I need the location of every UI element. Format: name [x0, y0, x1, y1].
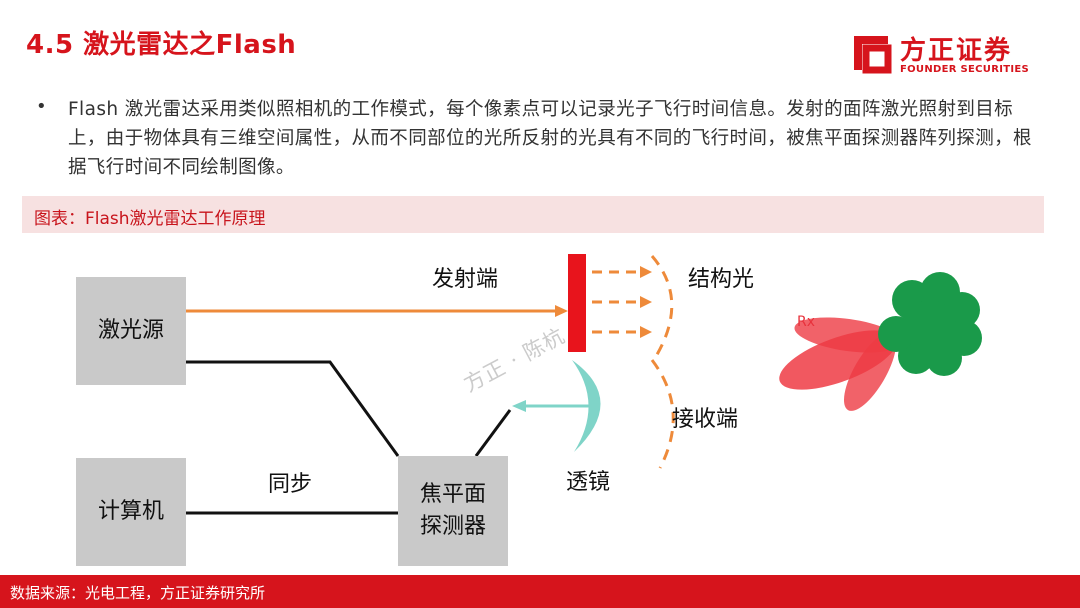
page-title: 4.5 激光雷达之Flash [26, 30, 297, 60]
company-logo: 方正证券 FOUNDER SECURITIES [848, 30, 1038, 80]
data-source: 数据来源：光电工程，方正证券研究所 [10, 584, 266, 602]
fpa-label-line1: 焦平面 [419, 482, 486, 507]
transmit-wavefront [650, 255, 674, 359]
figure-caption: 图表：Flash激光雷达工作原理 [34, 209, 266, 229]
emitter-array [568, 254, 586, 352]
laser-to-fpa-line [186, 360, 400, 457]
fpa-label-line2: 探测器 [419, 514, 486, 539]
target-object [878, 272, 982, 376]
receive-label: 接收端 [672, 407, 739, 432]
structured-light-label: 结构光 [688, 267, 755, 292]
logo-english-name: FOUNDER SECURITIES [900, 64, 1030, 75]
bullet-paragraph: Flash 激光雷达采用类似照相机的工作模式，每个像素点可以记录光子飞行时间信息… [68, 99, 1032, 178]
lens-shape [572, 360, 601, 452]
focal-plane-detector-box: 焦平面 探测器 [398, 456, 508, 566]
transmit-label: 发射端 [432, 267, 499, 292]
structured-light-arrows [592, 270, 640, 334]
sync-label: 同步 [268, 472, 313, 497]
laser-beam-arrowhead [555, 305, 568, 317]
rx-label: Rx [797, 314, 816, 330]
logo-chinese-name: 方正证券 [900, 36, 1013, 66]
founder-logo-icon [854, 36, 892, 74]
receive-wavefront [650, 359, 675, 469]
received-light-arrowhead [512, 400, 526, 412]
footer-bar: 数据来源：光电工程，方正证券研究所 [0, 575, 1080, 608]
rx-lobes [779, 317, 902, 411]
computer-box: 计算机 [76, 458, 186, 566]
bullet-marker: • [36, 96, 47, 117]
lens-label: 透镜 [566, 470, 611, 495]
figure-caption-bar: 图表：Flash激光雷达工作原理 [22, 196, 1044, 233]
lens-to-fpa-line [474, 409, 512, 457]
laser-source-box: 激光源 [76, 277, 186, 385]
